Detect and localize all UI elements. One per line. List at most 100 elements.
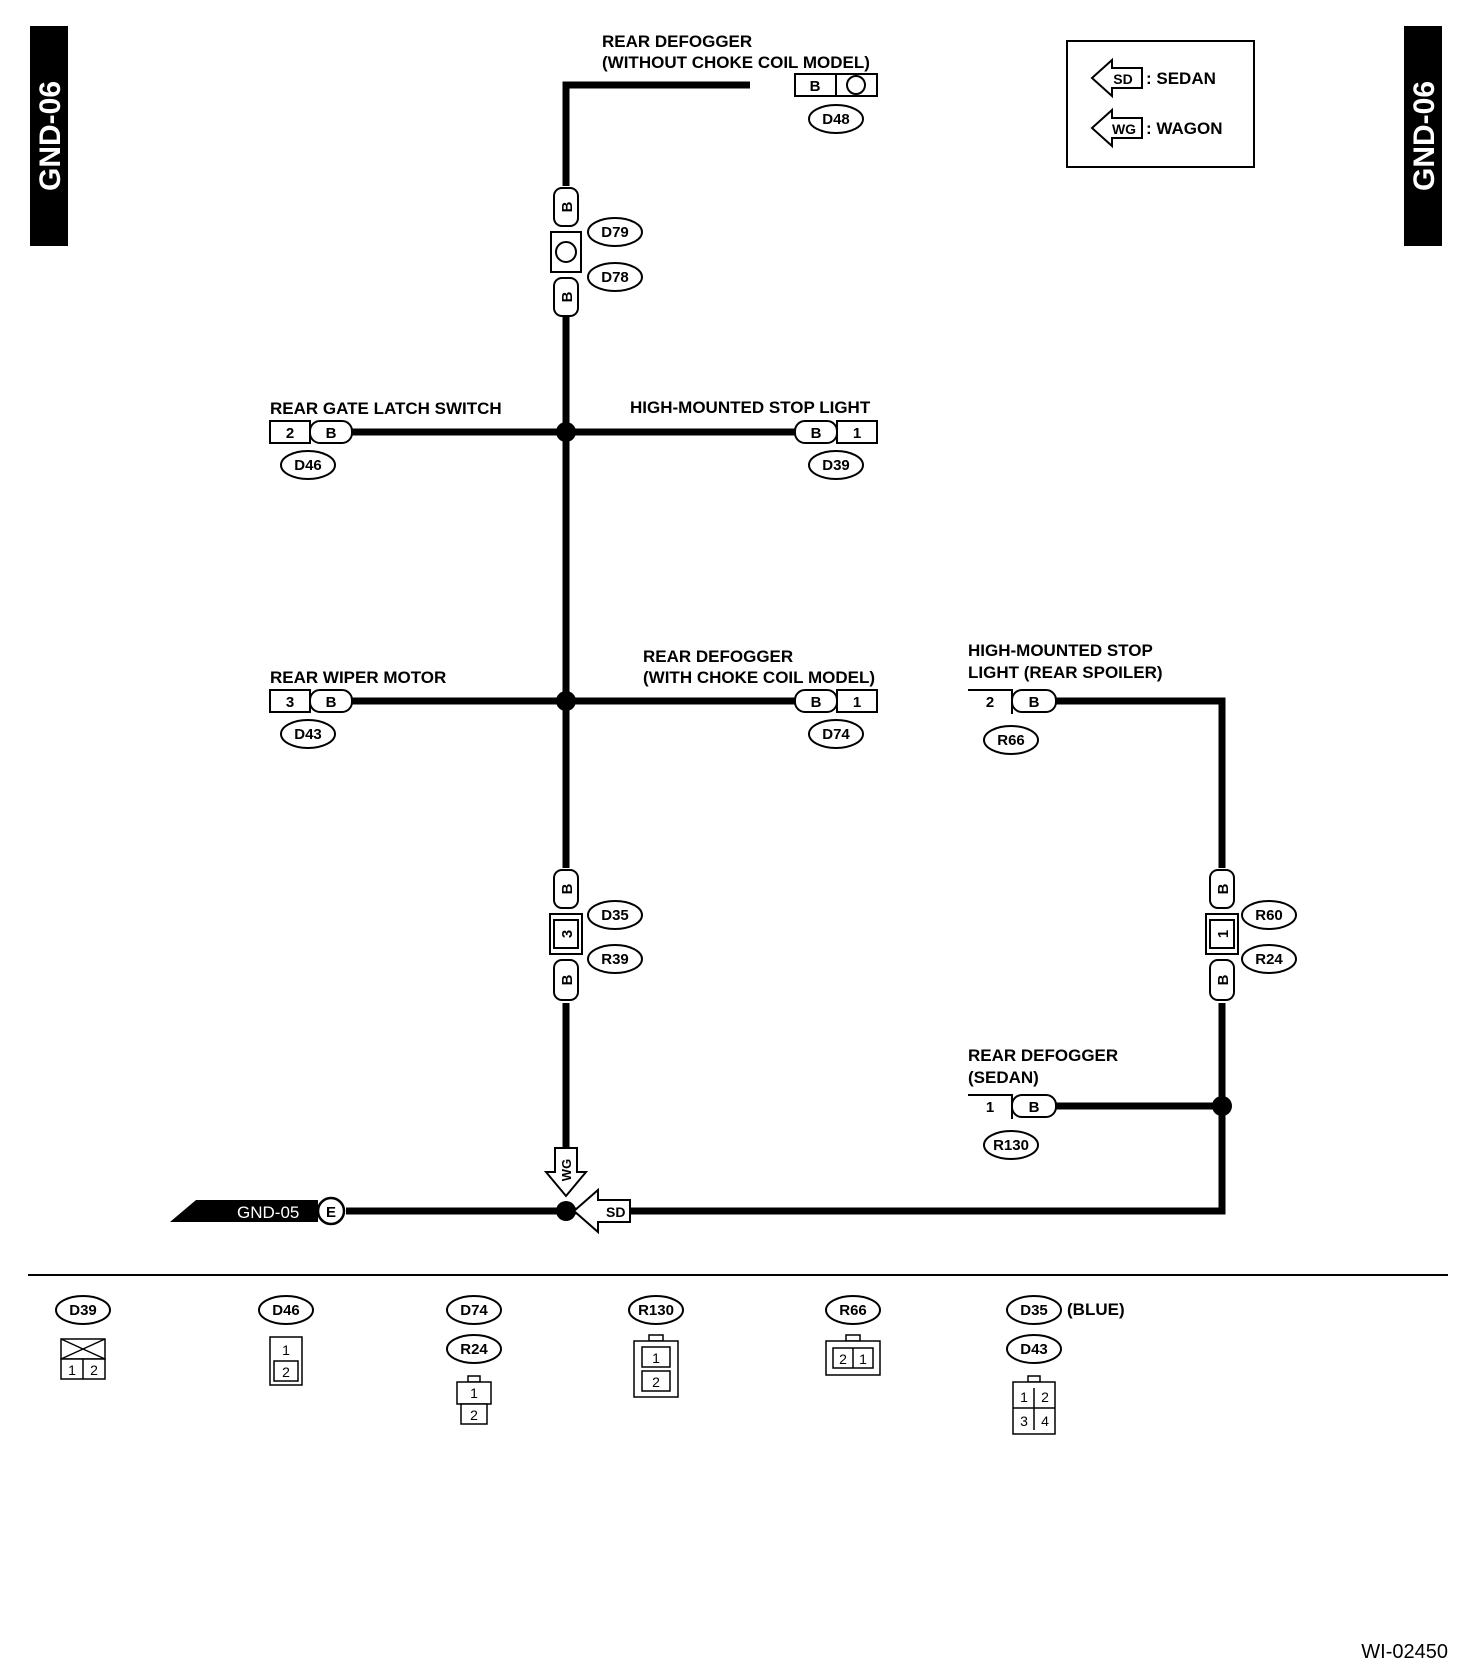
inline-connector-d79-d78: B B D79 D78 [550, 187, 643, 317]
r60-r24-pin-mid: 1 [1215, 930, 1232, 938]
d43-pin-num: 3 [286, 694, 294, 711]
d74-id: D74 [822, 726, 850, 743]
connector-socket-icon [846, 75, 866, 95]
rear-gate-latch-label: REAR GATE LATCH SWITCH [270, 399, 502, 418]
ground-wg: WG [559, 1159, 574, 1181]
rear-defogger-with-choke: REAR DEFOGGER (WITH CHOKE COIL MODEL) B … [643, 647, 878, 749]
r60-id: R60 [1255, 907, 1283, 924]
rear-defogger-wo-label-1: REAR DEFOGGER [602, 32, 752, 51]
ground-point-marker [316, 1196, 346, 1226]
cv-d46-id: D46 [272, 1302, 300, 1319]
d74-pin: B [811, 694, 822, 711]
sheet-tag-right: GND-06 [1404, 26, 1442, 246]
rear-defogger-sedan: REAR DEFOGGER (SEDAN) 1 B R130 [968, 1046, 1118, 1160]
r39-id: R39 [601, 951, 629, 968]
d35-pin: B [559, 883, 576, 894]
cv-d74-pin-2: 2 [470, 1407, 478, 1423]
splice-d43-d74 [556, 691, 576, 711]
sheet-tag-right-text: GND-06 [1408, 81, 1441, 191]
connector-view-r130: R130 1 2 [628, 1295, 684, 1398]
d46-id: D46 [294, 457, 322, 474]
r66-pin-num: 2 [986, 694, 994, 711]
legend-wagon-label: : WAGON [1146, 119, 1223, 138]
wagon-arrow-down-icon [543, 1147, 589, 1198]
r130-pin-num: 1 [986, 1099, 994, 1116]
connector-view-d39: D39 1 2 [55, 1295, 111, 1380]
right-vertical-wire [1056, 697, 1226, 868]
cv-d35-pin-1: 1 [1020, 1389, 1028, 1405]
connector-view-d35-d43: D35 (BLUE) D43 1 2 3 4 [1006, 1295, 1125, 1435]
d39-id: D39 [822, 457, 850, 474]
ground-bus [346, 1003, 1226, 1215]
d79-id: D79 [601, 224, 629, 241]
r39-pin: B [559, 974, 576, 985]
main-vertical-wire [562, 81, 750, 186]
splice-ground [556, 1201, 576, 1221]
sheet-tag-left: GND-06 [30, 26, 68, 246]
high-mounted-stop-spoiler: HIGH-MOUNTED STOP LIGHT (REAR SPOILER) 2… [968, 641, 1163, 755]
cv-d74-pin-1: 1 [470, 1385, 478, 1401]
r130-pin: B [1029, 1099, 1040, 1116]
d35-id: D35 [601, 907, 629, 924]
cv-d39-id: D39 [69, 1302, 97, 1319]
d78-id: D78 [601, 269, 629, 286]
sedan-arrow-icon [1090, 57, 1143, 99]
d35-r39-pin-mid: 3 [559, 930, 576, 938]
rear-wiper-label: REAR WIPER MOTOR [270, 668, 446, 687]
cv-d35-id: D35 [1020, 1302, 1048, 1319]
inline-connector-r60-r24: B 1 B R60 R24 [1205, 869, 1297, 1001]
high-mounted-stop-light: HIGH-MOUNTED STOP LIGHT B 1 D39 [630, 398, 878, 480]
ground-sd: SD [606, 1204, 625, 1220]
cv-r66-pin-a: 2 [839, 1351, 847, 1367]
splice-d46-d39 [556, 422, 576, 442]
rear-defogger-sedan-label-2: (SEDAN) [968, 1068, 1039, 1087]
cv-d46-pin-1: 1 [282, 1342, 290, 1358]
hm-stop-spoiler-label-2: LIGHT (REAR SPOILER) [968, 663, 1163, 682]
cv-r66-pin-b: 1 [859, 1351, 867, 1367]
rear-wiper-motor: REAR WIPER MOTOR 3 B D43 [269, 668, 446, 749]
splice-r130 [1212, 1096, 1232, 1116]
cv-d35-note: (BLUE) [1067, 1300, 1125, 1319]
cv-d74-id: D74 [460, 1302, 488, 1319]
d46-pin-num: 2 [286, 425, 294, 442]
cv-d46-pin-2: 2 [282, 1364, 290, 1380]
cv-d35-pin-2: 2 [1041, 1389, 1049, 1405]
ground-circuit [346, 81, 1232, 1221]
cv-d35-pin-3: 3 [1020, 1413, 1028, 1429]
rear-defogger-without-choke: REAR DEFOGGER (WITHOUT CHOKE COIL MODEL)… [602, 32, 878, 134]
d79-pin: B [559, 201, 576, 212]
d39-pin: B [811, 425, 822, 442]
cv-r130-pin-1: 1 [652, 1350, 660, 1366]
legend-sedan-code: SD [1113, 71, 1132, 87]
d48-pin: B [810, 78, 821, 95]
sedan-arrow-left-icon [572, 1187, 631, 1235]
d43-id: D43 [294, 726, 322, 743]
drawing-ref: WI-02450 [1361, 1641, 1448, 1663]
hm-stop-light-label: HIGH-MOUNTED STOP LIGHT [630, 398, 871, 417]
connector-view-r66: R66 2 1 [825, 1295, 881, 1376]
connector-view-d46: D46 1 2 [258, 1295, 314, 1386]
ground-ref: GND-05 [237, 1203, 299, 1222]
r130-id: R130 [993, 1137, 1029, 1154]
legend-wagon-code: WG [1112, 121, 1136, 137]
cv-d39-pin-1: 1 [68, 1362, 76, 1378]
rear-defogger-wo-label-2: (WITHOUT CHOKE COIL MODEL) [602, 53, 870, 72]
hm-stop-spoiler-label-1: HIGH-MOUNTED STOP [968, 641, 1153, 660]
cv-r24-id: R24 [460, 1341, 488, 1358]
cv-d43-id: D43 [1020, 1341, 1048, 1358]
ground-point-letter: E [326, 1204, 336, 1221]
d48-id: D48 [822, 111, 850, 128]
legend-sedan-label: : SEDAN [1146, 69, 1216, 88]
d46-pin: B [326, 425, 337, 442]
d43-pin: B [326, 694, 337, 711]
rear-gate-latch-switch: REAR GATE LATCH SWITCH 2 B D46 [269, 399, 502, 480]
cv-d39-pin-2: 2 [90, 1362, 98, 1378]
r66-pin: B [1029, 694, 1040, 711]
cv-r130-id: R130 [638, 1302, 674, 1319]
ground-point: GND-05 E WG SD [170, 1147, 631, 1235]
ground-flag-icon [170, 1200, 318, 1222]
cv-r66-id: R66 [839, 1302, 867, 1319]
cv-d35-pin-4: 4 [1041, 1413, 1049, 1429]
inline-connector-d35-r39: B 3 B D35 R39 [549, 869, 643, 1001]
